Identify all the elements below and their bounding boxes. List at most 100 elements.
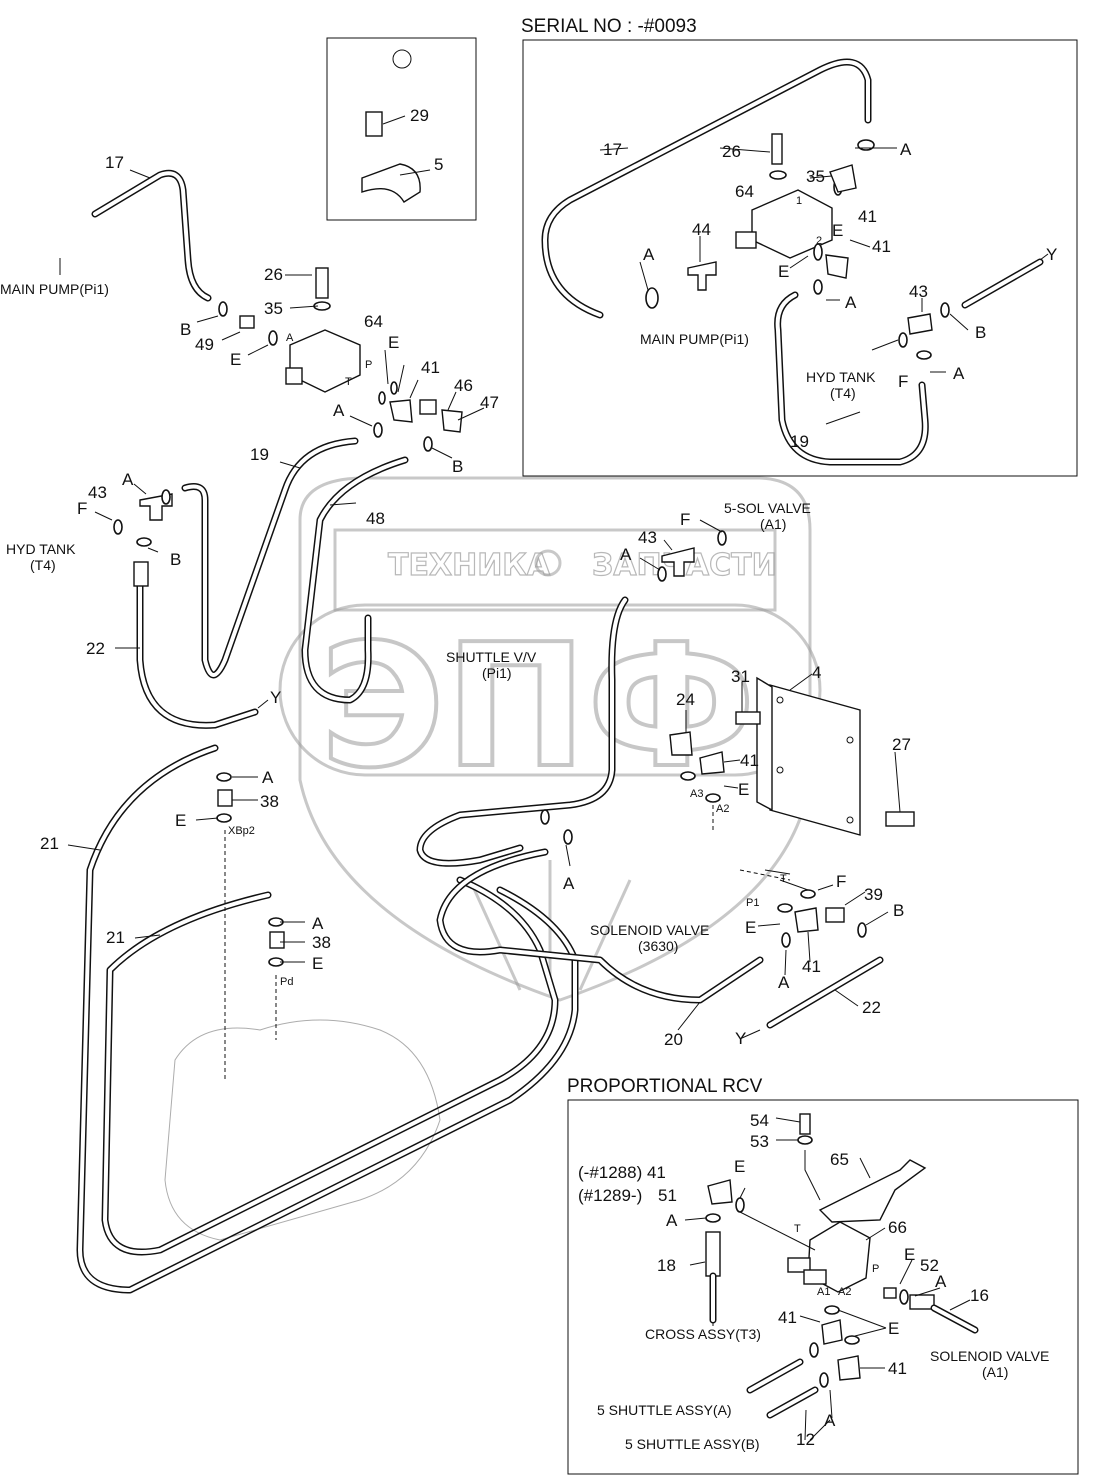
label-49: 49 (195, 335, 214, 354)
port-T2: T (780, 873, 787, 885)
label-21a: 21 (40, 834, 59, 853)
rcv-label-1288: (-#1288) 41 (578, 1163, 666, 1182)
solenoid-valve-label: SOLENOID VALVE (590, 922, 709, 938)
label-F-1: F (77, 499, 87, 518)
label-A-6: A (563, 874, 575, 893)
rcv-port-T: T (794, 1223, 801, 1235)
label-22b: 22 (862, 998, 881, 1017)
serial-port-1: 1 (796, 195, 802, 207)
label-4: 4 (812, 663, 821, 682)
serial-label-41b: 41 (872, 237, 891, 256)
rcv-label-54: 54 (750, 1111, 769, 1130)
port-A3: A3 (690, 788, 703, 800)
label-35: 35 (264, 299, 283, 318)
rcv-label-A3: A (824, 1411, 836, 1430)
rcv-solenoid-a1: (A1) (982, 1364, 1008, 1380)
label-A-4: A (262, 768, 274, 787)
label-E-6: E (745, 918, 756, 937)
clamp-inset: 29 5 (326, 37, 477, 221)
label-E-2: E (388, 333, 399, 352)
port-T: T (345, 376, 352, 388)
label-B-3: B (170, 550, 181, 569)
label-E-5: E (312, 954, 323, 973)
rcv-label-66: 66 (888, 1218, 907, 1237)
serial-inset: 17 26 35 A 64 1 E 41 44 A 2 E 41 Y A 43 … (522, 39, 1078, 477)
label-38b: 38 (312, 933, 331, 952)
rcv-port-P: P (872, 1263, 879, 1275)
rcv-label-52: 52 (920, 1256, 939, 1275)
serial-no-title: SERIAL NO : -#0093 (521, 16, 697, 37)
serial-label-A2: A (643, 245, 655, 264)
serial-label-E1: E (832, 221, 843, 240)
label-47: 47 (480, 393, 499, 412)
serial-label-B: B (975, 323, 986, 342)
rcv-solenoid-valve: SOLENOID VALVE (930, 1348, 1049, 1364)
watermark-text-left: ТЕХНИКА (388, 548, 551, 583)
pd-label: Pd (280, 976, 293, 988)
hyd-tank-label: HYD TANK (6, 541, 76, 557)
label-22: 22 (86, 639, 105, 658)
rcv-inset: 54 53 65 (-#1288) 41 (#1289-) 51 E A 66 … (567, 1099, 1079, 1475)
five-sol-label: 5-SOL VALVE (724, 500, 811, 516)
label-43b: 43 (638, 528, 657, 547)
rcv-label-E1: E (734, 1157, 745, 1176)
label-43: 43 (88, 483, 107, 502)
rcv-label-12: 12 (796, 1430, 815, 1449)
serial-port-2: 2 (816, 235, 822, 247)
gear-icon (534, 549, 562, 577)
port-P: P (365, 359, 372, 371)
label-A-2: A (122, 470, 134, 489)
serial-label-A3: A (845, 293, 857, 312)
label-24: 24 (676, 690, 695, 709)
t4-label: (T4) (30, 557, 56, 573)
label-46: 46 (454, 376, 473, 395)
label-5: 5 (434, 155, 443, 174)
rcv-label-41a: 41 (778, 1308, 797, 1327)
label-29: 29 (410, 106, 429, 125)
label-A-3: A (620, 545, 632, 564)
rcv-port-A1: A1 (817, 1286, 830, 1298)
serial-label-Y: Y (1046, 245, 1057, 264)
serial-hyd-tank: HYD TANK (806, 369, 876, 385)
port-A: A (286, 332, 294, 344)
label-39: 39 (864, 885, 883, 904)
label-F-2: F (680, 510, 690, 529)
serial-main-pump: MAIN PUMP(Pi1) (640, 331, 749, 347)
label-A-1: A (333, 401, 345, 420)
rcv-label-A2: A (935, 1272, 947, 1291)
rcv-label-A1: A (666, 1211, 678, 1230)
serial-label-26: 26 (722, 142, 741, 161)
main-pump-label: MAIN PUMP(Pi1) (0, 281, 109, 297)
serial-label-64: 64 (735, 182, 754, 201)
main-parts (113, 267, 915, 1241)
label-17: 17 (105, 153, 124, 172)
label-Y-2: Y (735, 1029, 746, 1048)
label-E-4: E (175, 811, 186, 830)
rcv-cross-assy: CROSS ASSY(T3) (645, 1326, 761, 1342)
serial-label-43: 43 (909, 282, 928, 301)
port-P1: P1 (746, 897, 759, 909)
serial-label-E2: E (778, 262, 789, 281)
label-B-4: B (893, 901, 904, 920)
label-41b: 41 (740, 751, 759, 770)
xbp2-label: XBp2 (228, 825, 255, 837)
five-sol-a1-label: (A1) (760, 516, 786, 532)
serial-t4: (T4) (830, 385, 856, 401)
label-B-1: B (180, 320, 191, 339)
rcv-label-41b: 41 (888, 1359, 907, 1378)
shuttle-label: SHUTTLE V/V (446, 649, 537, 665)
shuttle-pi1-label: (Pi1) (482, 665, 512, 681)
serial-label-19: 19 (790, 432, 809, 451)
port-A2: A2 (716, 803, 729, 815)
label-41: 41 (421, 358, 440, 377)
label-Y-1: Y (270, 688, 281, 707)
serial-label-A4: A (953, 364, 965, 383)
rcv-label-E3: E (888, 1319, 899, 1338)
label-20: 20 (664, 1030, 683, 1049)
label-64: 64 (364, 312, 383, 331)
label-19: 19 (250, 445, 269, 464)
rcv-label-53: 53 (750, 1132, 769, 1151)
main-hoses (76, 169, 884, 1294)
rcv-label-16: 16 (970, 1286, 989, 1305)
rcv-shuttle-a: 5 SHUTTLE ASSY(A) (597, 1402, 732, 1418)
